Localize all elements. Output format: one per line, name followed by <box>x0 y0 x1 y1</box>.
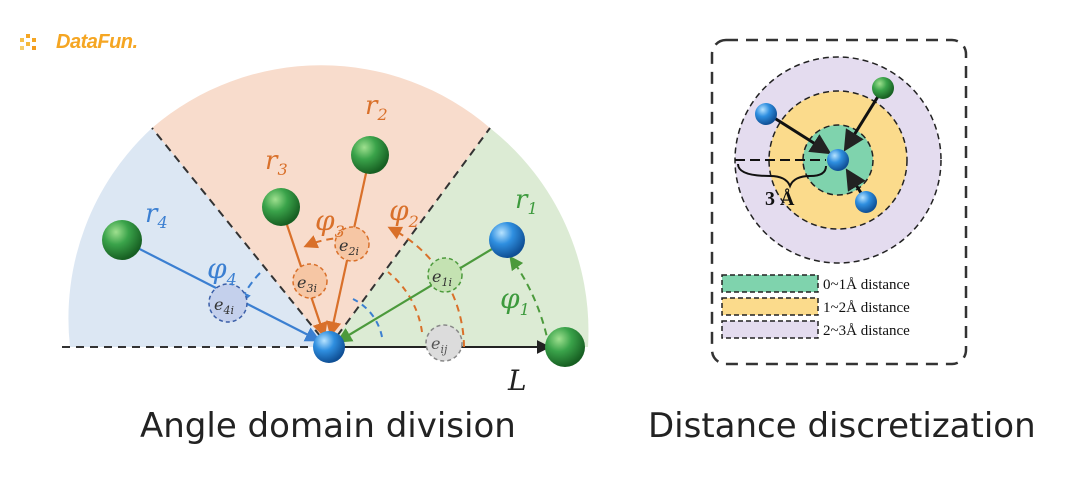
label-phi3: φ3 <box>315 204 345 241</box>
distance-diagram: 3 Å 0~1Å distance 1~2Å distance 2~3Å dis… <box>710 38 968 366</box>
angle-arc-phi1 <box>509 255 550 348</box>
logo-text: DataFun. <box>56 31 138 53</box>
svg-text:e4i: e4i <box>214 295 234 317</box>
edge-e2i-sub: 2i <box>347 245 359 258</box>
distance-frame <box>710 38 968 366</box>
edge-e3i-sub: 3i <box>306 282 317 295</box>
bond-r1 <box>336 239 508 343</box>
angle-arc-blue-small <box>352 298 383 338</box>
legend-swatch-2-3 <box>721 320 819 339</box>
edge-e1i-base: e <box>432 267 441 286</box>
edge-e1i: e1i <box>427 257 463 293</box>
divider-left <box>151 127 330 348</box>
dist-atom-outer-green <box>872 77 894 99</box>
edge-e4i-sub: 4i <box>222 304 234 317</box>
sector-orange <box>152 65 490 348</box>
label-r3: r3 <box>265 146 288 179</box>
label-phi2: φ2 <box>389 194 419 231</box>
edge-e4i-base: e <box>214 295 223 314</box>
atom-r2 <box>351 136 389 174</box>
datafun-logo: DataFun. <box>18 31 138 56</box>
label-r1: r1 <box>515 185 538 218</box>
edge-e2i: e2i <box>334 226 370 262</box>
radius-label: 3 Å <box>765 187 795 210</box>
dist-bond-2 <box>843 89 884 152</box>
dist-atom-outer-blue <box>755 103 777 125</box>
angle-domain-diagram: e1i e2i e3i e4i eij r4 r3 r2 r1 φ1 <box>62 65 589 397</box>
atom-center <box>313 331 345 363</box>
edge-eij-base: e <box>431 334 440 353</box>
legend-swatch-1-2 <box>721 297 819 316</box>
angle-arc-phi4 <box>238 272 261 306</box>
dist-atom-mid-blue <box>855 191 877 213</box>
edge-e2i-base: e <box>339 236 348 255</box>
radius-brace <box>737 163 827 189</box>
edge-eij-sub: ij <box>440 343 448 356</box>
distance-legend: 0~1Å distance 1~2Å distance 2~3Å distanc… <box>721 274 910 339</box>
label-r4: r4 <box>145 199 168 232</box>
label-phi4: φ4 <box>207 252 237 289</box>
edge-e3i: e3i <box>292 263 328 299</box>
atom-l-target <box>545 327 585 367</box>
edge-e1i-sub: 1i <box>441 276 452 289</box>
legend-swatch-0-1 <box>721 274 819 293</box>
dist-atom-center <box>827 149 849 171</box>
label-axis-l: L <box>507 364 527 397</box>
legend-label-0-1: 0~1Å distance <box>823 277 910 293</box>
label-r2: r2 <box>365 91 388 124</box>
legend-label-2-3: 2~3Å distance <box>823 323 910 339</box>
caption-angle-domain: Angle domain division <box>140 406 516 446</box>
atom-r4 <box>102 220 142 260</box>
sector-green <box>329 128 589 347</box>
legend-label-1-2: 1~2Å distance <box>823 300 910 316</box>
atom-r1 <box>489 222 525 258</box>
svg-text:e1i: e1i <box>432 267 452 289</box>
atom-r3 <box>262 188 300 226</box>
svg-text:e2i: e2i <box>339 236 359 258</box>
edge-e3i-base: e <box>297 273 306 292</box>
dist-bond-1 <box>767 112 832 155</box>
edge-e4i: e4i <box>208 283 248 323</box>
caption-distance: Distance discretization <box>648 406 1036 446</box>
edge-eij: eij <box>425 324 463 362</box>
svg-text:e3i: e3i <box>297 273 317 295</box>
svg-text:eij: eij <box>431 334 448 356</box>
divider-right <box>328 127 491 348</box>
logo-dots-icon <box>20 34 36 50</box>
label-phi1: φ1 <box>500 282 530 319</box>
sector-blue <box>68 128 330 347</box>
